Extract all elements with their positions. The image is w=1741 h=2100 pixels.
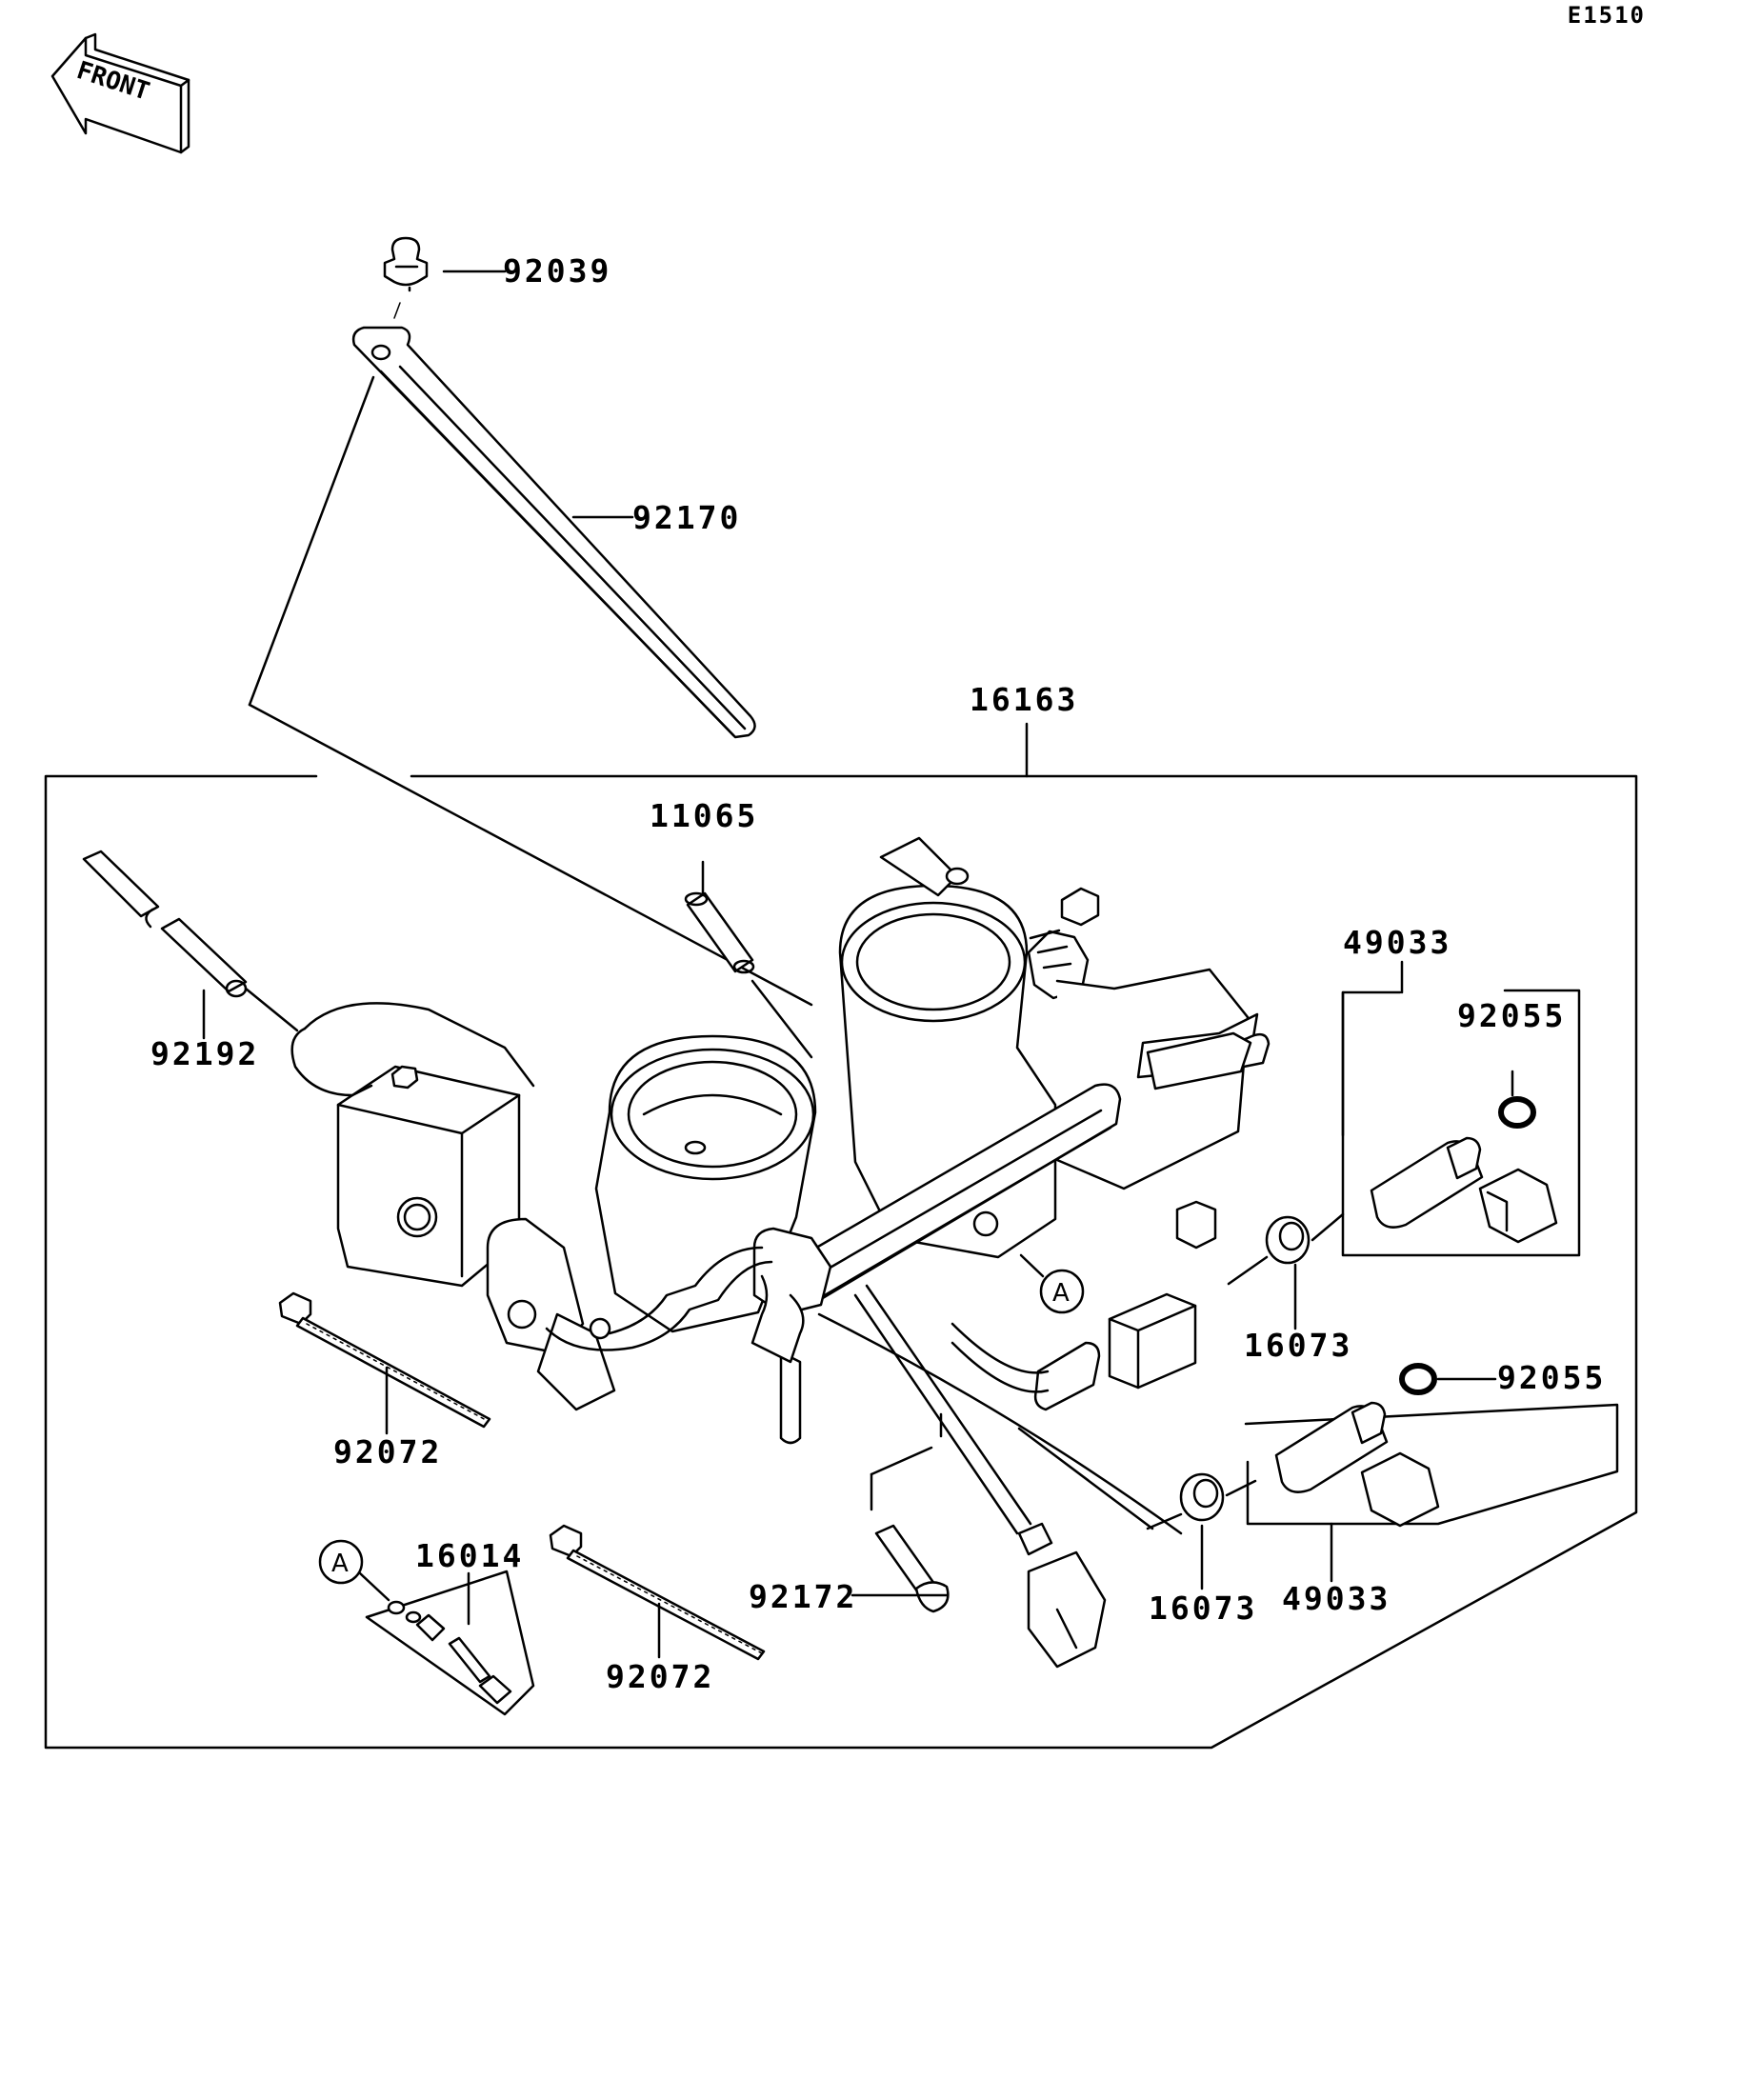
callout-a-letter-kit: A (331, 1550, 349, 1578)
part-label-92172: 92172 (749, 1578, 858, 1615)
part-label-16073-top: 16073 (1244, 1327, 1353, 1364)
screw-92172 (874, 1524, 950, 1613)
front-arrow: FRONT (50, 32, 190, 154)
part-label-16163: 16163 (970, 681, 1079, 718)
leader-92192-b (244, 987, 299, 1032)
diagram-code: E1510 (1567, 2, 1646, 29)
leader-92170-to-assy-2 (248, 703, 813, 1007)
part-label-92072-left: 92072 (333, 1433, 443, 1470)
part-label-92192: 92192 (150, 1035, 260, 1072)
part-label-92055-top: 92055 (1457, 997, 1567, 1034)
part-label-49033-bottom: 49033 (1282, 1580, 1391, 1617)
bolt-92039 (383, 236, 429, 319)
part-label-92170: 92170 (632, 499, 742, 536)
kit-box-16014 (365, 1570, 535, 1716)
part-label-92055-bottom: 92055 (1497, 1359, 1607, 1396)
callout-a-circle-kit (318, 1539, 364, 1585)
callout-a-letter: A (1052, 1279, 1070, 1308)
leader-92170-to-assy (248, 375, 375, 707)
injector-box-bottom (1244, 1403, 1619, 1526)
fuel-injector-top (1370, 1136, 1558, 1244)
fuel-injector-bottom (1274, 1401, 1440, 1528)
o-ring-92055-top (1498, 1096, 1536, 1129)
part-label-16073-bottom: 16073 (1149, 1590, 1258, 1627)
clamp-92072-bottom (549, 1524, 766, 1661)
adjust-screw-16014 (387, 1600, 512, 1705)
part-label-11065: 11065 (650, 797, 759, 834)
leader-callout-a (1019, 1253, 1045, 1278)
part-label-92039: 92039 (503, 252, 612, 290)
cap-11065 (684, 891, 755, 974)
washer-16073-bottom (1179, 1472, 1225, 1522)
callout-a-circle (1039, 1269, 1085, 1314)
part-label-49033-top: 49033 (1343, 924, 1452, 961)
clamp-92072-left (278, 1291, 491, 1429)
washer-16073-top (1265, 1215, 1311, 1265)
injector-box-top (1341, 989, 1581, 1257)
o-ring-92055-bottom (1399, 1363, 1437, 1395)
hose-92192 (82, 850, 248, 998)
stay-92170 (351, 326, 756, 739)
throttle-body-assembly (290, 836, 1271, 1669)
leader-11065-b (750, 979, 813, 1059)
assembly-frame (44, 774, 1638, 1750)
part-label-92072-bottom: 92072 (606, 1658, 715, 1695)
part-label-16014: 16014 (415, 1537, 525, 1574)
